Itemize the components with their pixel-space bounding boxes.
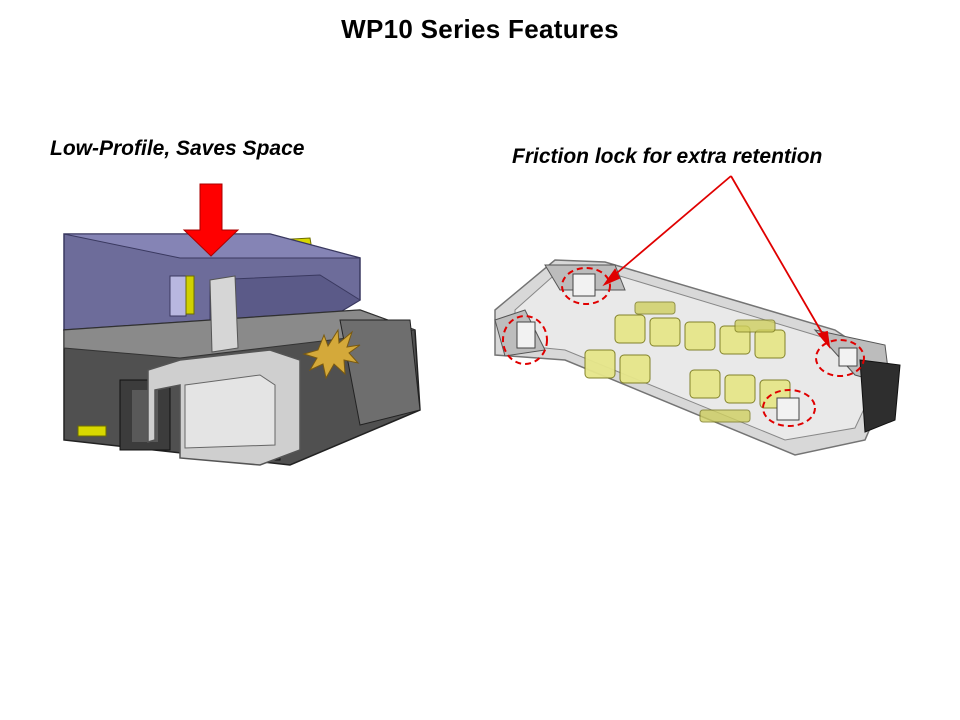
connector-side-view-illustration: [63, 183, 421, 466]
friction-lock-caption: Friction lock for extra retention: [512, 145, 823, 168]
low-profile-caption: Low-Profile, Saves Space: [50, 137, 305, 160]
starburst-icon: [302, 328, 361, 380]
corner-clips: [516, 273, 858, 421]
contact-rows: [584, 301, 791, 423]
metal-clip: [147, 275, 301, 466]
connector-top-view-illustration: [494, 175, 901, 456]
friction-lock-highlights: [502, 267, 865, 427]
callout-arrows: [602, 175, 831, 350]
contact-foot: [77, 425, 107, 437]
down-arrow-icon: [182, 183, 240, 257]
page-title: WP10 Series Features: [341, 14, 619, 44]
